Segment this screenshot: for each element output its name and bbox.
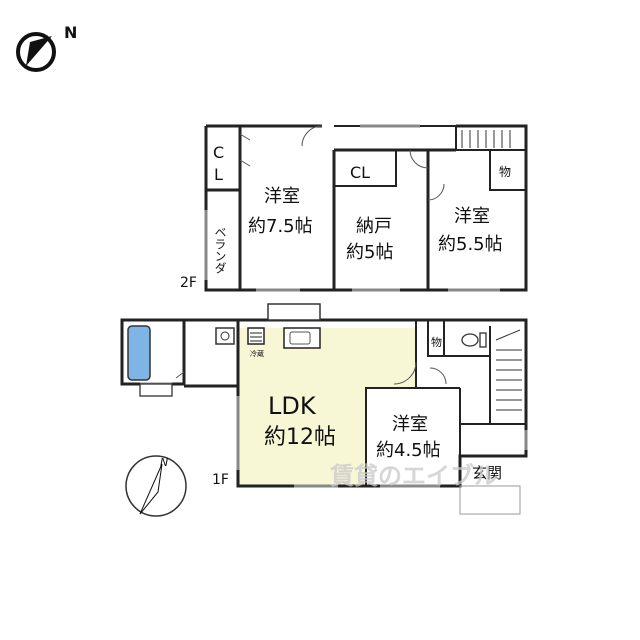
entrance-label: 玄関	[472, 464, 502, 482]
stairs-2f	[461, 130, 511, 148]
north-compass-bottom-icon	[125, 455, 187, 517]
closet-1f-label: 物	[431, 335, 442, 349]
western-room-b-size: 約5.5帖	[438, 234, 503, 255]
toilet-icon	[461, 332, 487, 348]
western-room-b-label: 洋室	[454, 206, 490, 227]
kitchen-sink	[283, 327, 321, 349]
washbasin-bowl	[220, 331, 230, 341]
north-label-bottom: N	[160, 456, 168, 469]
stairs-1f	[495, 329, 522, 411]
western-room-1f-size: 約4.5帖	[376, 440, 441, 461]
ldk-fill	[238, 328, 416, 486]
storage-room-size: 約5帖	[346, 242, 393, 263]
stove	[247, 327, 265, 345]
entrance-porch	[459, 485, 521, 515]
washbasin	[215, 327, 235, 345]
windows-2f	[204, 124, 500, 292]
doors-1f	[175, 361, 447, 385]
western-room-a-label: 洋室	[264, 186, 300, 207]
ldk-label: LDK	[268, 392, 317, 420]
western-room-1f-label: 洋室	[392, 414, 428, 435]
north-label-top: N	[64, 23, 77, 42]
cl-left-label: C	[213, 143, 224, 162]
bathtub	[127, 325, 151, 381]
floor-label-1f: 1F	[212, 472, 229, 488]
fridge-label: 冷蔵	[250, 349, 264, 358]
ldk-size: 約12帖	[264, 425, 336, 450]
kitchen-window	[267, 303, 321, 321]
kitchen-sink-basin	[289, 331, 311, 345]
closet-2f-label: 物	[499, 165, 511, 179]
stove-burners	[250, 332, 262, 342]
western-room-a-size: 約7.5帖	[248, 216, 313, 237]
cl-left-label-2: L	[214, 165, 223, 184]
doors-2f	[239, 125, 445, 201]
north-compass-top-icon	[16, 32, 56, 72]
watermark-text: 賃貸のエイブル	[329, 462, 498, 490]
balcony-label: ベランダ	[213, 226, 227, 274]
floor-label-2f: 2F	[180, 275, 197, 291]
bath-window	[139, 383, 173, 397]
storage-room-label: 納戸	[356, 216, 392, 237]
cl-mid-label: CL	[350, 163, 370, 182]
